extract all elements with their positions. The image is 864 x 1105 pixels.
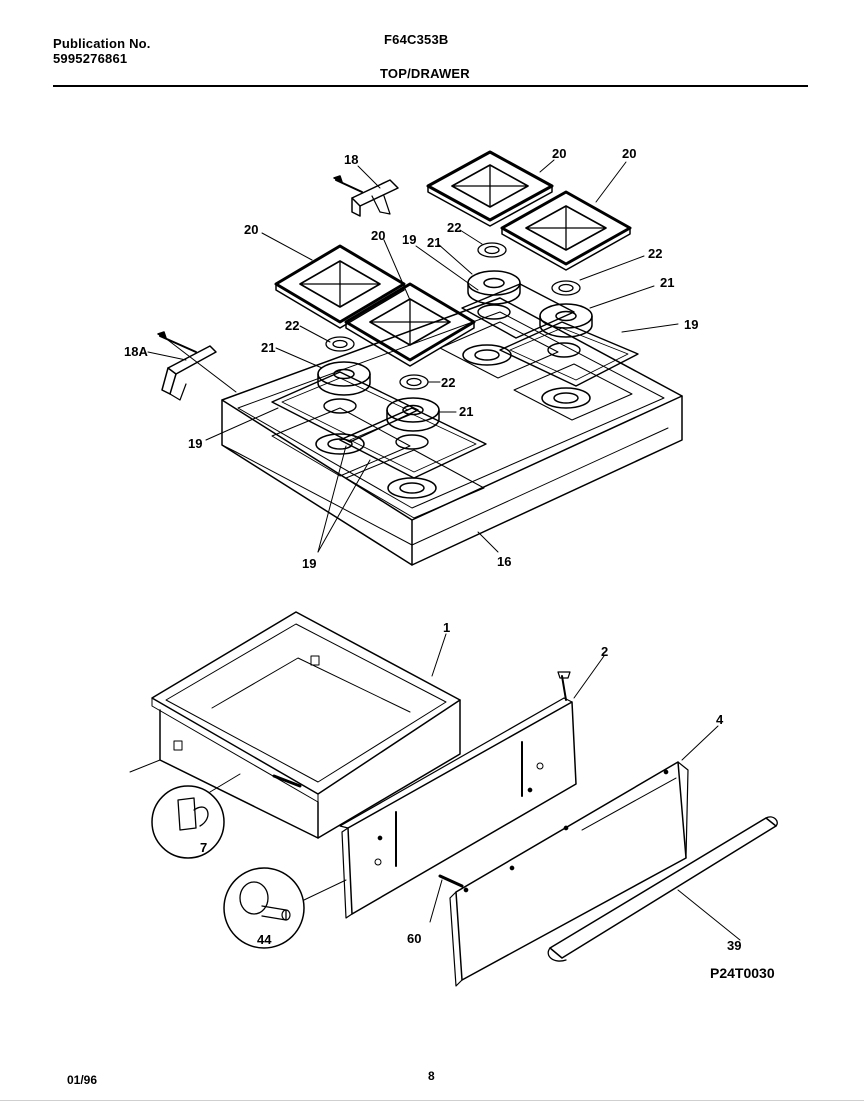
- publication-number: 5995276861: [53, 51, 128, 66]
- callout-21-left: 21: [261, 340, 275, 355]
- drawing-id: P24T0030: [710, 965, 775, 981]
- callout-39: 39: [727, 938, 741, 953]
- publication-label: Publication No.: [53, 36, 151, 51]
- callout-16: 16: [497, 554, 511, 569]
- callout-44: 44: [257, 932, 272, 947]
- bottom-rule: [0, 1100, 864, 1101]
- page-number: 8: [428, 1069, 435, 1083]
- callout-19-bottom: 19: [302, 556, 316, 571]
- callout-22-middle: 22: [441, 375, 455, 390]
- revision-date: 01/96: [67, 1073, 98, 1087]
- grate-middle: [344, 282, 476, 367]
- grate-top-right: [500, 190, 632, 271]
- callout-20-top-left: 20: [552, 146, 566, 161]
- callout-20-top-right: 20: [622, 146, 636, 161]
- callout-7: 7: [200, 840, 207, 855]
- callout-4: 4: [716, 712, 724, 727]
- drawer-front: [449, 761, 689, 987]
- callout-18: 18: [344, 152, 358, 167]
- detail-circle-44: [223, 867, 347, 949]
- screw-60: [429, 874, 464, 923]
- burner-grates: [274, 150, 632, 367]
- grate-top-left: [426, 150, 554, 227]
- bracket-18: [333, 175, 399, 217]
- callout-20-left: 20: [244, 222, 258, 237]
- burner-heads: [317, 270, 593, 432]
- callout-22-left: 22: [285, 318, 299, 333]
- callout-19-right: 19: [684, 317, 698, 332]
- callout-21-right: 21: [660, 275, 674, 290]
- callout-21-upper: 21: [427, 235, 441, 250]
- callout-19-left: 19: [188, 436, 202, 451]
- grate-left: [274, 244, 406, 329]
- callout-numbers: 18 18A 20 20 20 20 19 21 22 22 21 19 22 …: [124, 146, 741, 953]
- callout-2: 2: [601, 644, 608, 659]
- callout-22-right: 22: [648, 246, 662, 261]
- section-title: TOP/DRAWER: [380, 66, 470, 81]
- callout-18a: 18A: [124, 344, 148, 359]
- drawer-panel: [339, 671, 577, 919]
- callout-19-upper: 19: [402, 232, 416, 247]
- cooktop-assembly: [221, 297, 683, 566]
- bracket-18a: [157, 331, 217, 401]
- drawer-body: [151, 611, 461, 839]
- callout-21-middle: 21: [459, 404, 473, 419]
- drawer-handle: [547, 816, 778, 962]
- bottom-leader-lines: [431, 633, 741, 941]
- callout-60: 60: [407, 931, 421, 946]
- header-rule: [53, 85, 808, 87]
- detail-circle-7: [129, 759, 241, 859]
- model-number: F64C353B: [384, 32, 449, 47]
- top-leader-lines: [147, 159, 679, 553]
- callout-20-middle: 20: [371, 228, 385, 243]
- callout-1: 1: [443, 620, 450, 635]
- callout-22-upper: 22: [447, 220, 461, 235]
